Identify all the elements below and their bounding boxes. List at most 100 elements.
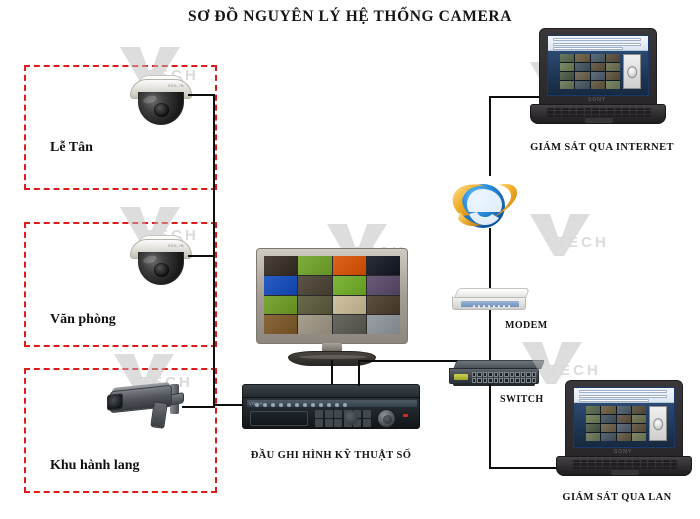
camera-tile bbox=[575, 53, 590, 62]
monitor-tile bbox=[298, 256, 332, 275]
camera-lens bbox=[154, 103, 169, 117]
bullet-camera-corridor bbox=[107, 378, 188, 434]
camera-tile bbox=[575, 62, 590, 71]
wire-ie-to-laptop-internet bbox=[489, 96, 491, 176]
dvr-power-led bbox=[403, 414, 408, 417]
laptop-screen bbox=[548, 36, 648, 95]
zone-corridor-label: Khu hành lang bbox=[50, 458, 140, 473]
camera-lens bbox=[107, 393, 123, 411]
modem-label: MODEM bbox=[505, 320, 548, 331]
camera-tile bbox=[605, 62, 620, 71]
browser-chrome bbox=[548, 36, 648, 52]
laptop-internet-label: GIÁM SÁT QUA INTERNET bbox=[530, 142, 674, 153]
wire-trunk-to-dvr bbox=[213, 404, 243, 406]
camera-mount bbox=[150, 401, 168, 429]
laptop-brand-text: SONY bbox=[588, 97, 607, 103]
laptop-keyboard bbox=[573, 460, 677, 469]
camera-tile bbox=[560, 80, 575, 89]
monitor-tile bbox=[332, 256, 366, 275]
wire-camera-trunk bbox=[213, 94, 215, 406]
camera-tile bbox=[575, 80, 590, 89]
modem-front-panel bbox=[452, 297, 526, 310]
camera-tile bbox=[586, 423, 601, 432]
camera-tile bbox=[560, 62, 575, 71]
camera-tile bbox=[616, 405, 631, 414]
laptop-brand-text: SONY bbox=[614, 449, 633, 455]
camera-tile bbox=[590, 53, 605, 62]
network-switch bbox=[449, 360, 545, 390]
browser-viewport bbox=[548, 51, 648, 95]
monitor-tile bbox=[264, 295, 298, 315]
zone-reception-label: Lễ Tân bbox=[50, 140, 93, 155]
camera-lens bbox=[154, 263, 169, 277]
wire-monitor-to-dvr bbox=[331, 360, 333, 386]
modem bbox=[452, 288, 530, 314]
browser-chrome bbox=[574, 388, 674, 404]
monitor-tile bbox=[366, 295, 400, 315]
monitor-tile bbox=[366, 315, 400, 334]
monitor-tile bbox=[366, 256, 400, 275]
camera-model-text: SDX-7B bbox=[167, 83, 184, 88]
switch-brand-badge bbox=[454, 374, 468, 380]
wire-dvr-to-switch-riser bbox=[358, 360, 360, 386]
browser-viewport bbox=[574, 403, 674, 447]
camera-tile bbox=[616, 432, 631, 441]
camera-tile bbox=[586, 405, 601, 414]
camera-tile bbox=[575, 71, 590, 80]
cctv-monitor bbox=[256, 248, 408, 368]
monitor-neck bbox=[322, 343, 342, 352]
watermark-text: TECH bbox=[556, 234, 609, 251]
browser-toolbar bbox=[579, 398, 649, 402]
dvr-front-panel: VTECH bbox=[242, 397, 420, 429]
browser-title-bar bbox=[579, 390, 667, 393]
switch-label: SWITCH bbox=[500, 394, 544, 405]
dvr-navigation-pad bbox=[344, 411, 358, 425]
camera-tile bbox=[586, 432, 601, 441]
dvr-label: ĐẦU GHI HÌNH KỸ THUẬT SỐ bbox=[250, 450, 412, 461]
browser-toolbar bbox=[553, 46, 623, 50]
camera-tile bbox=[631, 405, 646, 414]
camera-tile bbox=[616, 414, 631, 423]
laptop-lid bbox=[539, 28, 657, 106]
camera-tile bbox=[601, 414, 616, 423]
dvr-led-strip bbox=[247, 400, 417, 407]
browser-address-bar bbox=[579, 394, 667, 398]
dome-camera-office: SDX-7B bbox=[130, 235, 192, 287]
zone-office-label: Văn phòng bbox=[50, 312, 116, 327]
watermark-text: TECH bbox=[548, 362, 601, 379]
camera-tile bbox=[590, 62, 605, 71]
dome-camera-reception: SDX-7B bbox=[130, 75, 192, 127]
dvr-display bbox=[250, 411, 308, 426]
camera-tile bbox=[631, 414, 646, 423]
monitor-tile bbox=[264, 315, 298, 334]
camera-tile bbox=[590, 71, 605, 80]
dvr-indicator-leds bbox=[255, 403, 347, 407]
laptop-base bbox=[530, 104, 666, 124]
camera-grid bbox=[560, 53, 620, 89]
ptz-control-panel bbox=[649, 405, 667, 441]
monitor-tile bbox=[332, 315, 366, 334]
laptop-screen-frame bbox=[573, 387, 675, 448]
monitor-tile bbox=[366, 275, 400, 295]
monitor-tile bbox=[298, 295, 332, 315]
page-title: SƠ ĐỒ NGUYÊN LÝ HỆ THỐNG CAMERA bbox=[187, 8, 513, 25]
camera-grid bbox=[586, 405, 646, 441]
monitor-bezel bbox=[256, 248, 408, 344]
camera-tile bbox=[605, 53, 620, 62]
wire-switch-to-lan bbox=[489, 467, 575, 469]
monitor-tile bbox=[298, 275, 332, 295]
monitor-tile bbox=[298, 315, 332, 334]
dvr-top-cover bbox=[242, 384, 420, 398]
browser-address-bar bbox=[553, 42, 641, 46]
camera-tile bbox=[560, 71, 575, 80]
modem-status-leds bbox=[473, 305, 510, 308]
wire-camera1-to-trunk bbox=[188, 94, 215, 96]
ptz-joystick bbox=[653, 418, 663, 430]
watermark-vtech: TECH bbox=[528, 212, 606, 258]
laptop-base bbox=[556, 456, 692, 476]
camera-tile bbox=[586, 414, 601, 423]
camera-model-text: SDX-7B bbox=[167, 243, 184, 248]
wire-camera2-to-trunk bbox=[188, 255, 215, 257]
laptop-touchpad bbox=[611, 470, 639, 475]
